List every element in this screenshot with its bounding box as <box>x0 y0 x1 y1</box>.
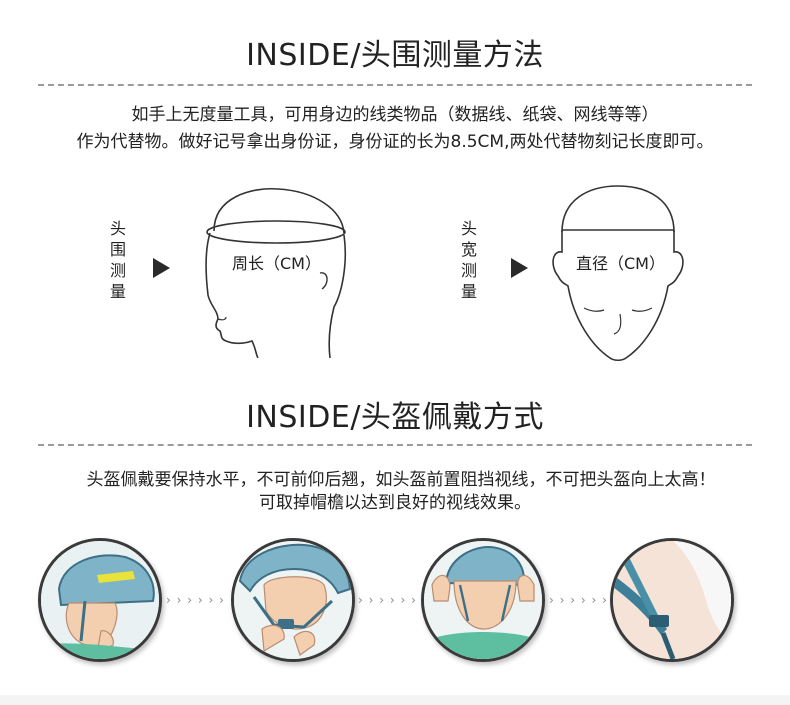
vertical-char: 宽 <box>460 240 477 259</box>
diameter-cm-label: 直径（CM） <box>576 254 665 273</box>
step-connector: › › › › › › <box>549 593 608 607</box>
title-divider <box>38 84 752 86</box>
vertical-char: 头 <box>460 219 477 238</box>
helmet-chin-buckle-step-icon <box>234 541 352 659</box>
step-4-strap-closeup-image <box>610 538 734 662</box>
measure-instruction-line-2: 作为代替物。做好记号拿出身份证，身份证的长为8.5CM,两处代替物刻记长度即可。 <box>76 132 714 152</box>
vertical-char: 量 <box>460 282 477 301</box>
wear-instruction-line-1: 头盔佩戴要保持水平，不可前仰后翘，如头盔前置阻挡视线，不可把头盔向上太高！ <box>86 470 716 490</box>
vertical-char: 测 <box>109 261 126 280</box>
step-3-front-adjust-image <box>421 538 545 662</box>
wear-section-title: INSIDE/头盔佩戴方式 <box>246 400 544 435</box>
front-head-outline-icon <box>552 185 684 362</box>
title-divider <box>38 444 752 446</box>
step-2-chin-buckle-image <box>231 538 355 662</box>
head-circumference-label: 头 围 测 量 <box>108 218 128 302</box>
measure-instruction-line-1: 如手上无度量工具，可用身边的线类物品（数据线、纸袋、网线等等） <box>131 105 659 125</box>
helmet-front-adjust-step-icon <box>424 541 542 659</box>
step-1-helmet-side-image <box>38 538 162 662</box>
side-head-outline-icon <box>205 187 347 358</box>
step-connector: › › › › › › <box>166 593 225 607</box>
vertical-char: 围 <box>109 240 126 259</box>
vertical-char: 头 <box>109 219 126 238</box>
arrow-right-icon <box>153 258 170 278</box>
step-connector: › › › › › › <box>358 593 417 607</box>
vertical-char: 测 <box>460 261 477 280</box>
measure-section-title: INSIDE/头围测量方法 <box>246 38 544 73</box>
arrow-right-icon <box>511 258 528 278</box>
circumference-cm-label: 周长（CM） <box>232 254 321 273</box>
wear-instruction-line-2: 可取掉帽檐以达到良好的视线效果。 <box>259 493 531 513</box>
page-footer-band <box>0 695 790 705</box>
head-width-label: 头 宽 测 量 <box>459 218 479 302</box>
helmet-side-step-icon <box>41 541 159 659</box>
vertical-char: 量 <box>109 282 126 301</box>
strap-closeup-step-icon <box>613 541 731 659</box>
